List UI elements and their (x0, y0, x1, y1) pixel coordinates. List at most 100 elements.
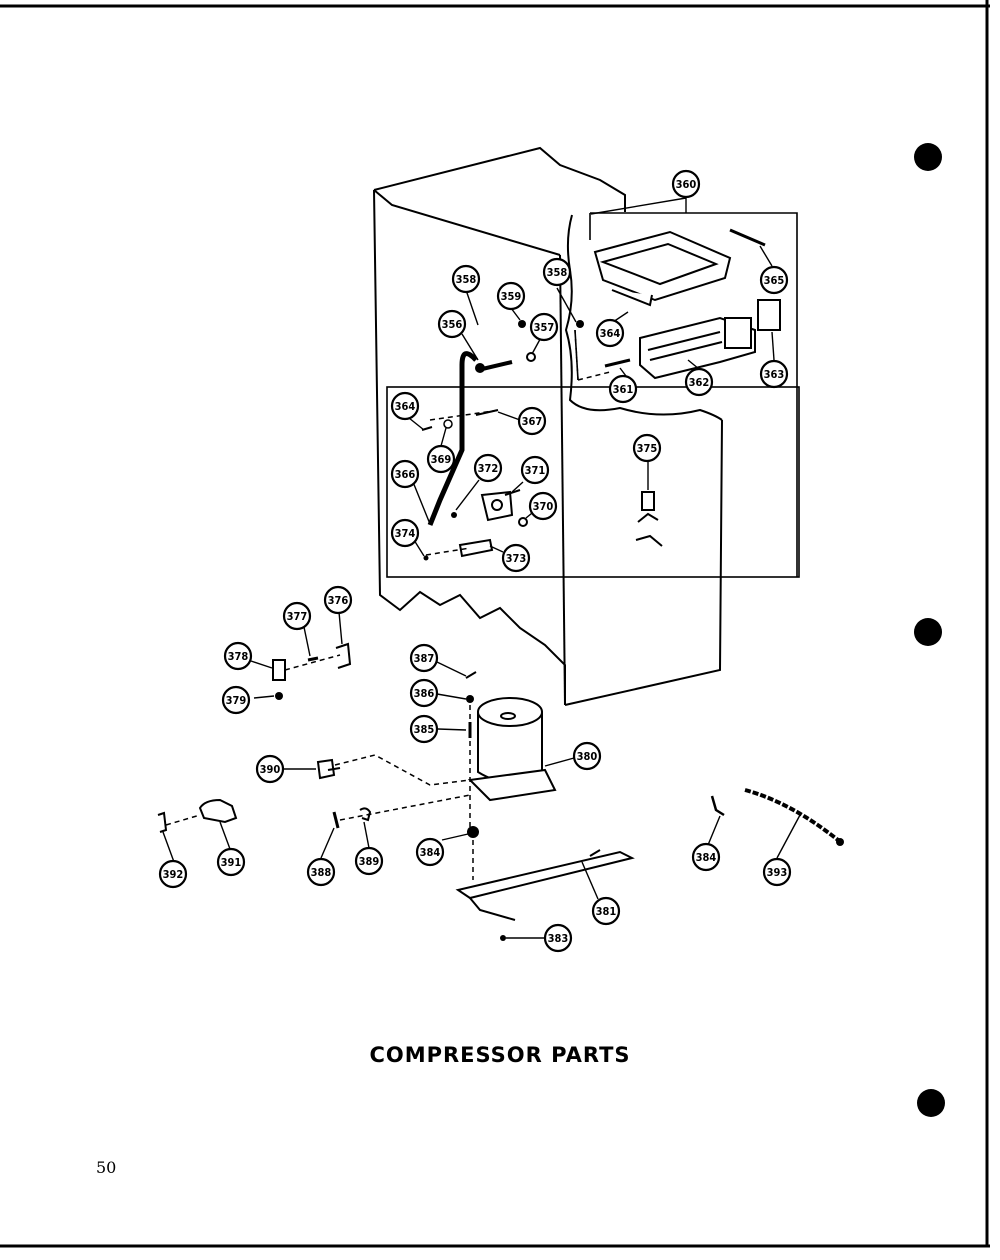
callout-number: 362 (689, 376, 710, 389)
callout-371: 371 (520, 455, 550, 485)
callout-circle (409, 643, 439, 673)
callout-number: 380 (577, 750, 598, 763)
assembly-boxes (386, 212, 800, 578)
page-number: 50 (96, 1158, 117, 1177)
screw-383 (500, 935, 506, 941)
callout-number: 373 (506, 552, 527, 565)
water-valve (480, 489, 521, 522)
callout-circle (529, 312, 559, 342)
clip-379 (275, 692, 283, 700)
callout-number: 358 (547, 266, 568, 279)
callout-390: 390 (255, 754, 285, 784)
callout-circle (528, 491, 558, 521)
callout-circle (323, 585, 353, 615)
callout-number: 384 (696, 851, 717, 864)
callout-381: 381 (591, 896, 621, 926)
callout-number: 376 (328, 594, 349, 607)
callout-386: 386 (409, 678, 439, 708)
callout-number: 393 (767, 866, 788, 879)
callout-391: 391 (216, 847, 246, 877)
callout-number: 366 (395, 468, 416, 481)
callout-number: 363 (764, 368, 785, 381)
callout-circle (542, 257, 572, 287)
callout-circle (517, 406, 547, 436)
base-rail-381 (455, 849, 635, 921)
harness-end-393 (836, 838, 844, 846)
callout-384: 384 (691, 842, 721, 872)
callout-circle (759, 265, 789, 295)
callout-circle (572, 741, 602, 771)
washer-386 (466, 695, 474, 703)
callout-circle (354, 846, 384, 876)
callout-362: 362 (684, 367, 714, 397)
callout-377: 377 (282, 601, 312, 631)
callout-circle (255, 754, 285, 784)
divider-line (574, 329, 579, 381)
callout-363: 363 (759, 359, 789, 389)
callout-number: 375 (637, 442, 658, 455)
harness-393 (744, 788, 840, 842)
bracket-376 (335, 642, 352, 669)
callout-370: 370 (528, 491, 558, 521)
callout-359: 359 (496, 281, 526, 311)
callout-number: 359 (501, 290, 522, 303)
callout-358: 358 (451, 264, 481, 294)
callout-circle (595, 318, 625, 348)
callout-circle (632, 433, 662, 463)
callout-number: 372 (478, 462, 499, 475)
callout-373: 373 (501, 543, 531, 573)
callout-circle (501, 543, 531, 573)
callout-number: 364 (395, 400, 416, 413)
callout-circle (390, 518, 420, 548)
screw-374 (423, 555, 429, 561)
callout-circle (762, 857, 792, 887)
callout-labels: 358 359 358 356 357 360 365 364 363 361 362 364 367 3… (158, 169, 792, 953)
callout-361: 361 (608, 374, 638, 404)
callout-385: 385 (409, 714, 439, 744)
callout-circle (473, 453, 503, 483)
grommet-387 (465, 671, 477, 679)
callout-number: 379 (226, 694, 247, 707)
clip-392 (157, 811, 168, 833)
thermostat-375 (635, 491, 663, 547)
callout-364: 364 (390, 391, 420, 421)
callout-387: 387 (409, 643, 439, 673)
callout-number: 378 (228, 650, 249, 663)
callout-circle (759, 359, 789, 389)
callout-number: 388 (311, 866, 332, 879)
ice-maker-unit (639, 316, 756, 380)
callout-circle (409, 714, 439, 744)
clip-394 (710, 795, 725, 817)
callout-circle (437, 309, 467, 339)
page-title: COMPRESSOR PARTS (369, 1043, 631, 1067)
callout-number: 357 (534, 321, 555, 334)
callout-number: 364 (600, 327, 621, 340)
callout-circle (543, 923, 573, 953)
callout-circle (684, 367, 714, 397)
callout-circle (520, 455, 550, 485)
callout-circle (282, 601, 312, 631)
callout-circle (608, 374, 638, 404)
callout-356: 356 (437, 309, 467, 339)
capacitor-378 (272, 659, 286, 681)
callout-number: 387 (414, 652, 435, 665)
callout-circle (221, 685, 251, 715)
callout-367: 367 (517, 406, 547, 436)
callout-393: 393 (762, 857, 792, 887)
callout-circle (306, 857, 336, 887)
callout-circle (409, 678, 439, 708)
callout-365: 365 (759, 265, 789, 295)
callout-number: 385 (414, 723, 435, 736)
callout-360: 360 (671, 169, 701, 199)
callout-380: 380 (572, 741, 602, 771)
callout-number: 384 (420, 846, 441, 859)
callout-number: 377 (287, 610, 308, 623)
callout-number: 374 (395, 527, 416, 540)
callout-number: 370 (533, 500, 554, 513)
callout-384: 384 (415, 837, 445, 867)
callout-number: 356 (442, 318, 463, 331)
callout-circle (671, 169, 701, 199)
assembly-lines (165, 329, 611, 880)
grommet-359b (576, 320, 584, 328)
